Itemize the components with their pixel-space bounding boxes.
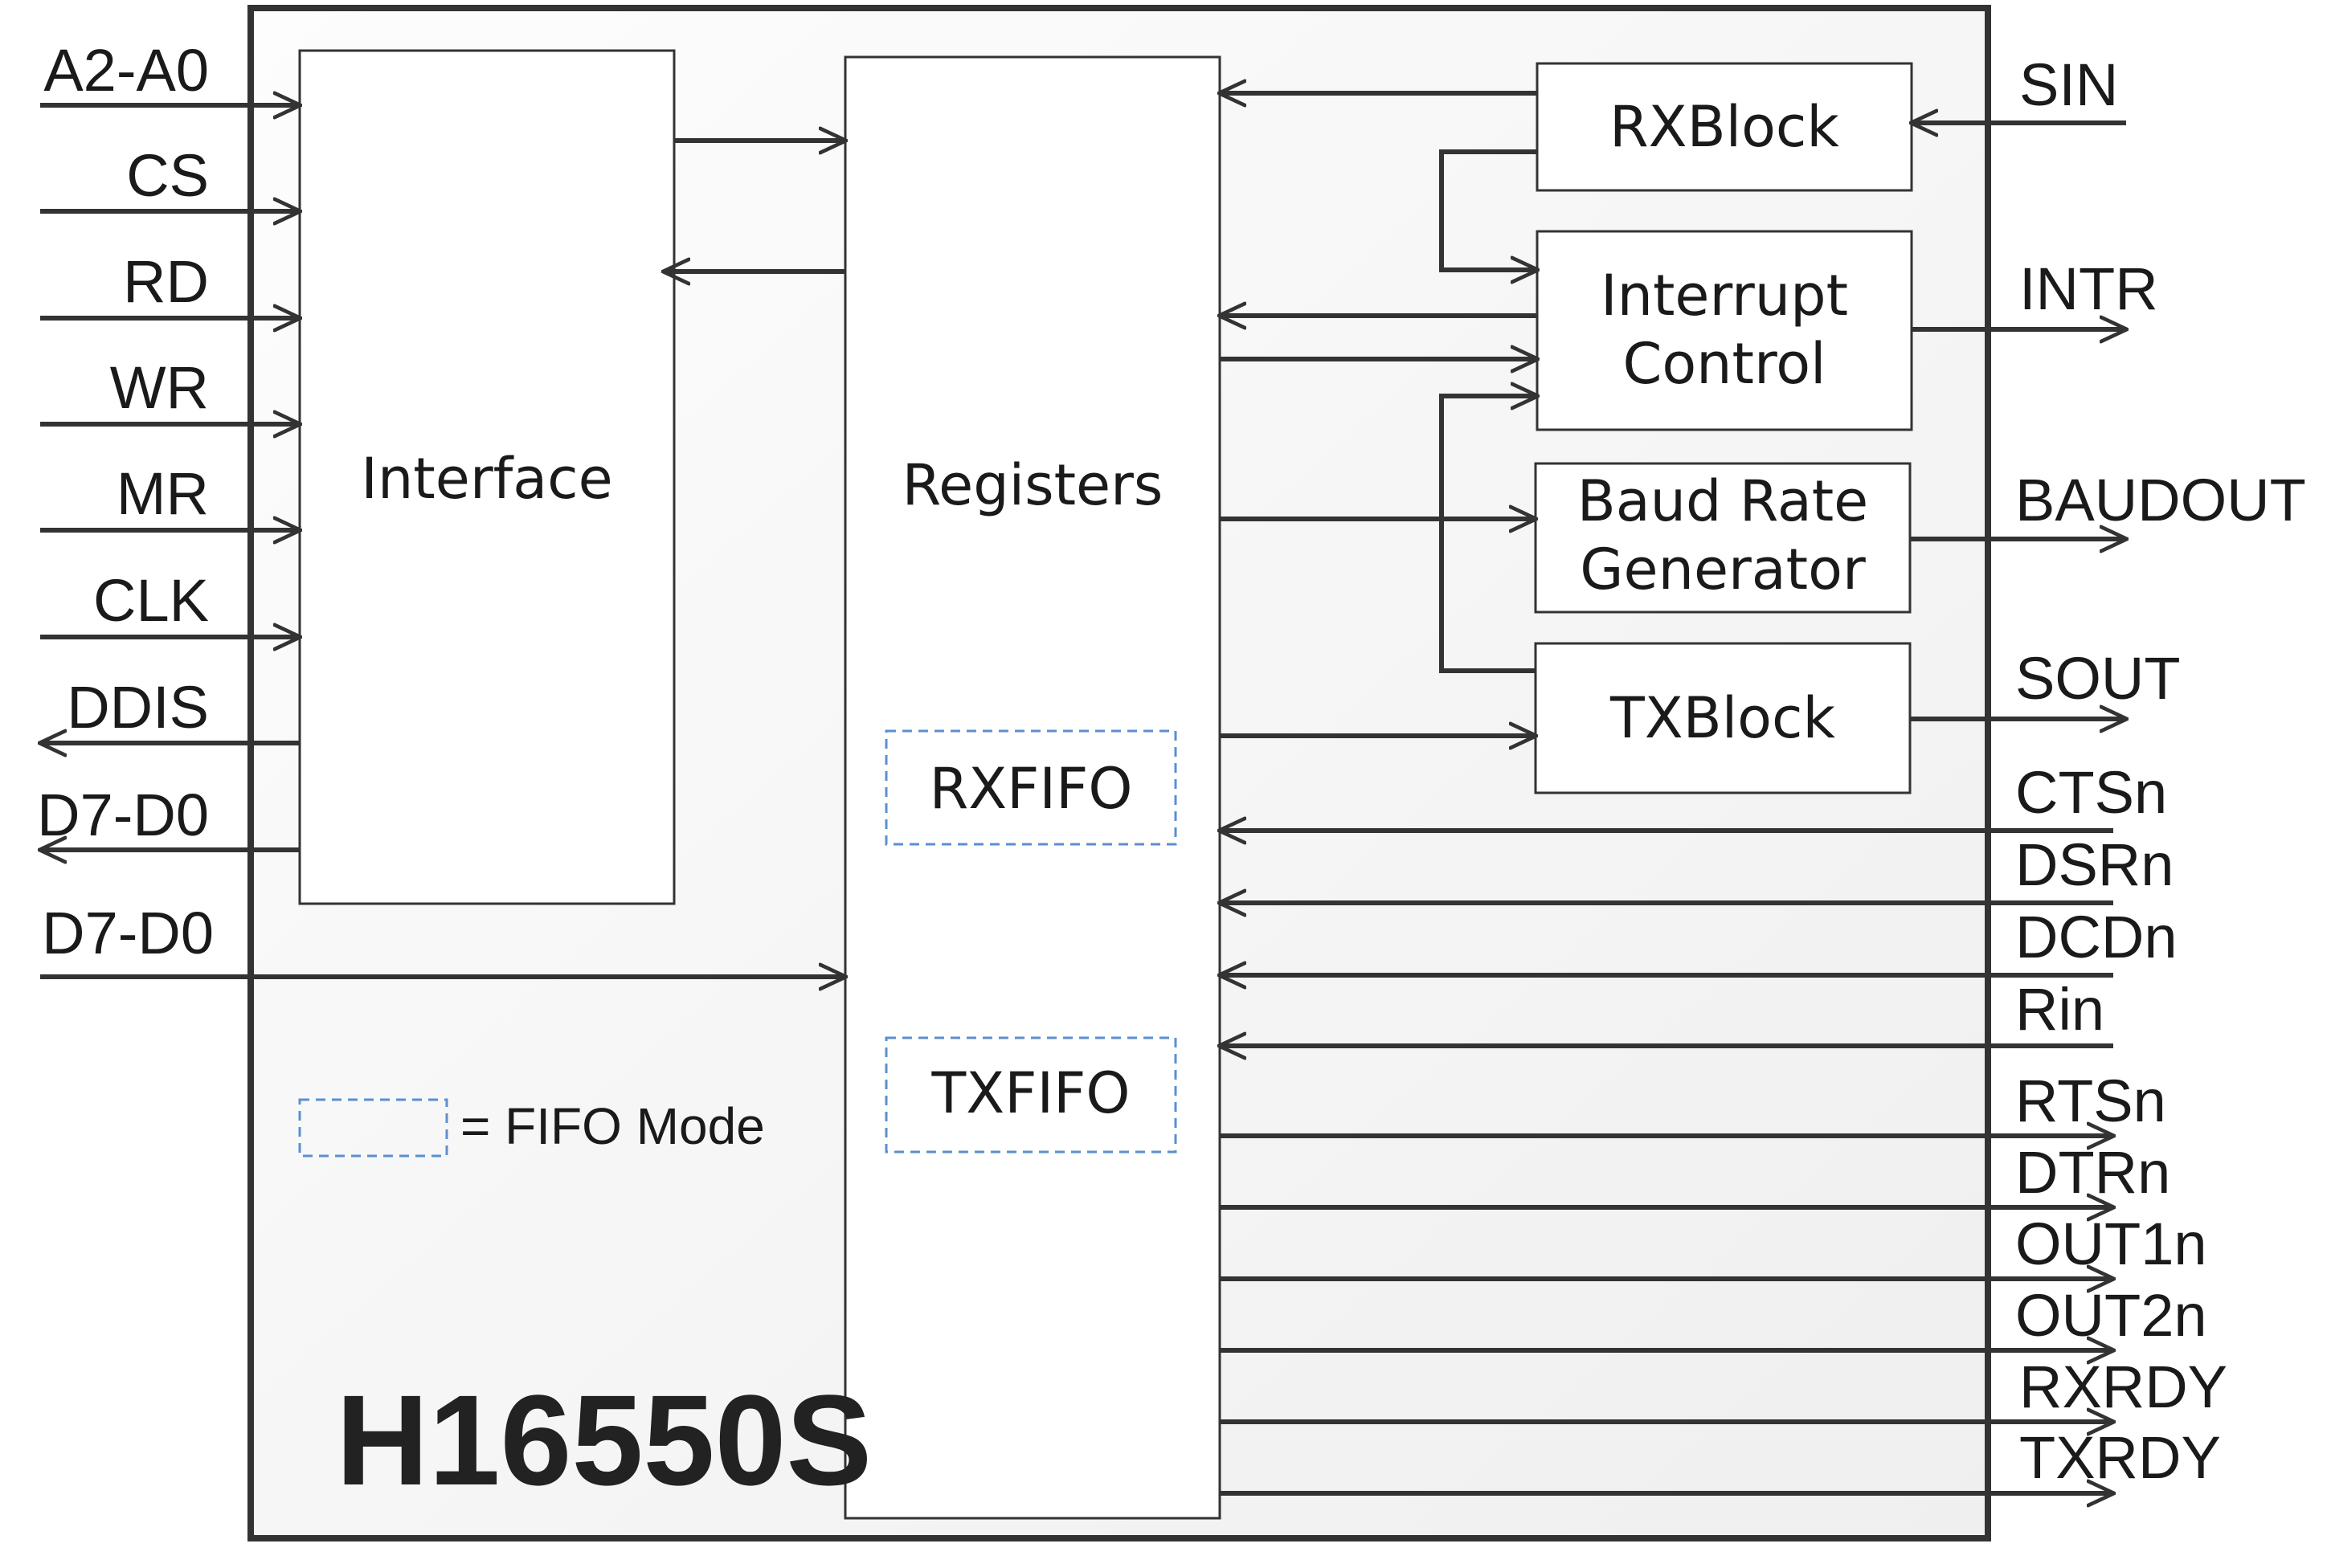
signal-label-mr: MR (117, 460, 209, 527)
rxfifo-box (885, 729, 1177, 846)
legend-text: = FIFO Mode (460, 1097, 765, 1155)
signal-label-ctsn: CTSn (2015, 759, 2167, 826)
interface-block (298, 49, 676, 905)
txfifo-label: TXFIFO (931, 1060, 1131, 1126)
signal-label-out2n: OUT2n (2015, 1282, 2207, 1349)
interrupt-control-label-1: Interrupt (1601, 263, 1848, 329)
signal-label-rxrdy: RXRDY (2019, 1354, 2227, 1420)
signal-label-d7-d0-out: D7-D0 (37, 782, 209, 848)
txblock-label: TXBlock (1609, 685, 1835, 751)
baud-rate-generator-label-1: Baud Rate (1577, 468, 1868, 534)
signal-label-intr: INTR (2019, 255, 2158, 322)
rxfifo-label: RXFIFO (930, 756, 1133, 822)
signal-label-cs: CS (126, 142, 209, 209)
signal-label-a2-a0: A2-A0 (43, 37, 209, 104)
wire-txblock-to-interrupt (1439, 396, 1537, 673)
signal-label-sin: SIN (2019, 51, 2118, 118)
signal-label-txrdy: TXRDY (2019, 1424, 2221, 1491)
signal-label-rin: Rin (2015, 976, 2104, 1043)
signal-label-out1n: OUT1n (2015, 1211, 2207, 1277)
signal-label-dcdn: DCDn (2015, 904, 2177, 970)
signal-label-rd: RD (123, 248, 209, 315)
txblock-block (1534, 642, 1912, 794)
wire-rxblock-to-interrupt (1439, 149, 1537, 270)
signal-label-rtsn: RTSn (2015, 1068, 2166, 1134)
signal-label-sout: SOUT (2015, 645, 2181, 712)
signal-label-baudout: BAUDOUT (2015, 467, 2306, 533)
signal-label-ddis: DDIS (67, 674, 209, 741)
signal-label-wr: WR (110, 354, 209, 421)
rxblock-block (1536, 62, 1913, 192)
signal-label-clk: CLK (93, 567, 209, 634)
signal-label-d7-d0-in: D7-D0 (42, 900, 214, 966)
chip-title: H16550S (336, 1368, 872, 1512)
registers-label: Registers (902, 452, 1164, 518)
registers-block (844, 55, 1221, 1520)
interrupt-control-block (1536, 230, 1913, 431)
legend-fifo-swatch (298, 1098, 448, 1158)
signal-label-dtrn: DTRn (2015, 1139, 2170, 1206)
signal-label-dsrn: DSRn (2015, 831, 2174, 898)
interface-label: Interface (361, 446, 612, 512)
rxblock-label: RXBlock (1609, 94, 1839, 160)
interrupt-control-label-2: Control (1622, 331, 1826, 397)
baud-rate-generator-block (1534, 462, 1912, 614)
baud-rate-generator-label-2: Generator (1580, 537, 1866, 602)
txfifo-box (885, 1036, 1177, 1154)
